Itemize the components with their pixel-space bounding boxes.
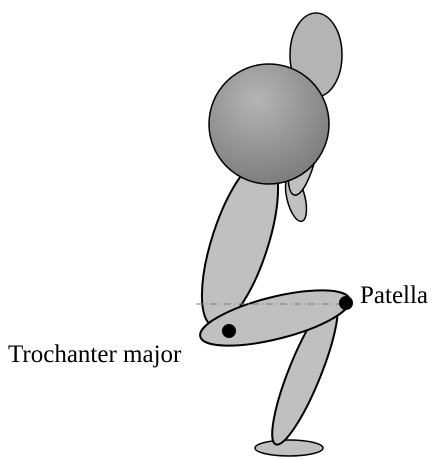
foot — [255, 440, 323, 456]
trochanter-label: Trochanter major — [8, 342, 181, 367]
barbell-plate — [209, 64, 329, 184]
patella-label: Patella — [360, 283, 428, 308]
patella-marker — [339, 296, 353, 310]
trochanter-marker — [222, 324, 236, 338]
